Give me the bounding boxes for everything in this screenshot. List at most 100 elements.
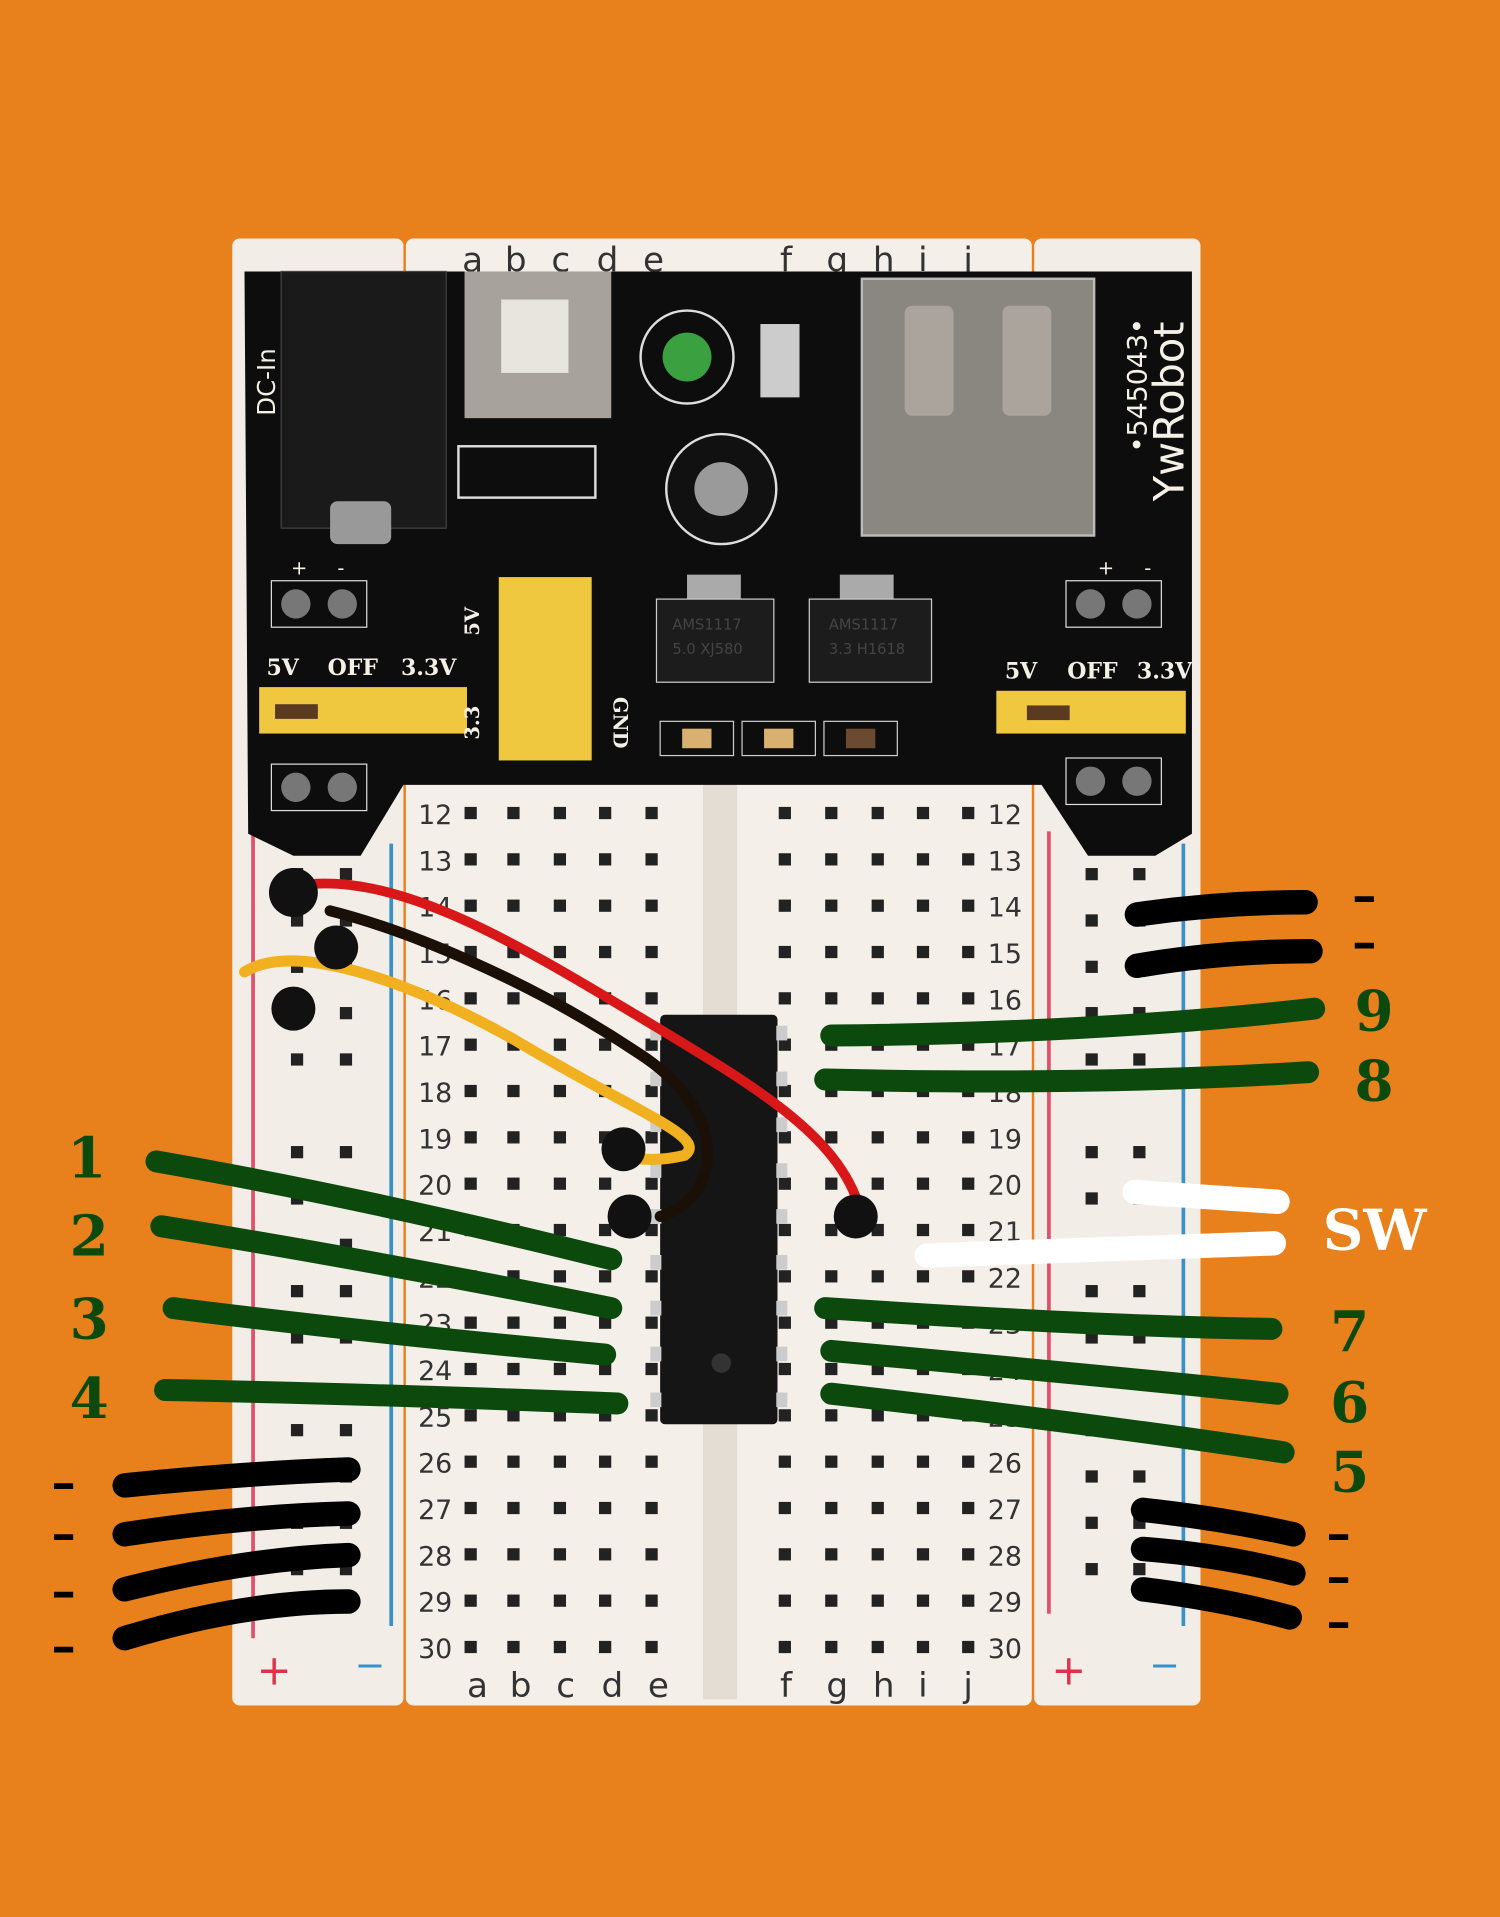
breadboard-hole[interactable] [553, 1640, 567, 1654]
breadboard-hole[interactable] [778, 1594, 791, 1607]
breadboard-hole[interactable] [778, 1084, 791, 1098]
breadboard-hole[interactable] [645, 1455, 658, 1468]
breadboard-hole[interactable] [778, 853, 791, 866]
rail-hole[interactable] [1133, 1285, 1146, 1298]
breadboard-hole[interactable] [464, 992, 477, 1005]
rail-hole[interactable] [339, 1053, 353, 1066]
breadboard-hole[interactable] [871, 806, 884, 820]
breadboard-hole[interactable] [599, 1177, 612, 1190]
breadboard-hole[interactable] [778, 1640, 791, 1654]
breadboard-hole[interactable] [645, 899, 658, 912]
breadboard-hole[interactable] [825, 1362, 838, 1376]
breadboard-hole[interactable] [553, 1270, 567, 1283]
breadboard-hole[interactable] [778, 1455, 791, 1468]
breadboard-hole[interactable] [962, 1455, 975, 1468]
breadboard-hole[interactable] [464, 1409, 477, 1422]
breadboard-hole[interactable] [645, 1409, 658, 1422]
breadboard-hole[interactable] [553, 853, 567, 866]
rail-hole[interactable] [339, 1146, 353, 1159]
breadboard-hole[interactable] [507, 1409, 520, 1422]
breadboard-hole[interactable] [871, 1594, 884, 1607]
breadboard-hole[interactable] [778, 992, 791, 1005]
rail-hole[interactable] [290, 914, 304, 927]
breadboard-hole[interactable] [645, 1084, 658, 1098]
breadboard-hole[interactable] [599, 1223, 612, 1237]
breadboard-hole[interactable] [825, 1223, 838, 1237]
breadboard-hole[interactable] [778, 945, 791, 959]
breadboard-hole[interactable] [645, 853, 658, 866]
breadboard-hole[interactable] [553, 806, 567, 820]
breadboard-hole[interactable] [778, 1038, 791, 1051]
rail-hole[interactable] [1085, 1146, 1098, 1159]
rail-hole[interactable] [339, 1424, 353, 1437]
breadboard-hole[interactable] [871, 1548, 884, 1561]
breadboard-hole[interactable] [553, 1548, 567, 1561]
breadboard-hole[interactable] [825, 992, 838, 1005]
breadboard-hole[interactable] [871, 1131, 884, 1144]
breadboard-hole[interactable] [507, 1084, 520, 1098]
breadboard-hole[interactable] [962, 899, 975, 912]
breadboard-hole[interactable] [962, 853, 975, 866]
breadboard-hole[interactable] [778, 806, 791, 820]
breadboard-hole[interactable] [599, 853, 612, 866]
breadboard-hole[interactable] [553, 1177, 567, 1190]
breadboard-hole[interactable] [464, 853, 477, 866]
rail-hole[interactable] [1085, 1285, 1098, 1298]
breadboard-hole[interactable] [645, 1131, 658, 1144]
breadboard-hole[interactable] [962, 1177, 975, 1190]
breadboard-hole[interactable] [553, 1501, 567, 1515]
rail-hole[interactable] [1133, 1146, 1146, 1159]
rail-hole[interactable] [1133, 1563, 1146, 1576]
rail-hole[interactable] [1085, 1053, 1098, 1066]
breadboard-hole[interactable] [507, 853, 520, 866]
breadboard-hole[interactable] [825, 1548, 838, 1561]
rail-hole[interactable] [290, 1053, 304, 1066]
breadboard-hole[interactable] [464, 1501, 477, 1515]
breadboard-hole[interactable] [553, 1131, 567, 1144]
breadboard-hole[interactable] [464, 1362, 477, 1376]
breadboard-hole[interactable] [778, 1223, 791, 1237]
rail-hole[interactable] [339, 868, 353, 881]
breadboard-hole[interactable] [916, 992, 930, 1005]
breadboard-hole[interactable] [645, 1270, 658, 1283]
breadboard-hole[interactable] [553, 1223, 567, 1237]
rail-hole[interactable] [1085, 1516, 1098, 1529]
breadboard-hole[interactable] [553, 1316, 567, 1329]
rail-hole[interactable] [339, 1007, 353, 1020]
breadboard-hole[interactable] [825, 1409, 838, 1422]
rail-hole[interactable] [1085, 914, 1098, 927]
breadboard-hole[interactable] [962, 1270, 975, 1283]
breadboard-hole[interactable] [645, 806, 658, 820]
breadboard-hole[interactable] [916, 1177, 930, 1190]
breadboard-hole[interactable] [645, 1177, 658, 1190]
breadboard-hole[interactable] [778, 1270, 791, 1283]
breadboard-hole[interactable] [916, 1594, 930, 1607]
breadboard-hole[interactable] [825, 945, 838, 959]
breadboard-hole[interactable] [507, 992, 520, 1005]
breadboard-hole[interactable] [645, 1316, 658, 1329]
breadboard-hole[interactable] [553, 899, 567, 912]
breadboard-hole[interactable] [962, 1594, 975, 1607]
breadboard-hole[interactable] [825, 1594, 838, 1607]
rail-hole[interactable] [1085, 1563, 1098, 1576]
breadboard-hole[interactable] [645, 1640, 658, 1654]
breadboard-hole[interactable] [507, 1455, 520, 1468]
breadboard-hole[interactable] [464, 1455, 477, 1468]
breadboard-hole[interactable] [599, 1362, 612, 1376]
breadboard-hole[interactable] [645, 945, 658, 959]
breadboard-hole[interactable] [599, 1038, 612, 1051]
breadboard-hole[interactable] [825, 1131, 838, 1144]
breadboard-hole[interactable] [507, 1177, 520, 1190]
breadboard-hole[interactable] [645, 1548, 658, 1561]
breadboard-hole[interactable] [778, 1501, 791, 1515]
breadboard-hole[interactable] [553, 945, 567, 959]
rail-hole[interactable] [1085, 1192, 1098, 1205]
breadboard-hole[interactable] [599, 1501, 612, 1515]
breadboard-hole[interactable] [645, 1501, 658, 1515]
rail-hole[interactable] [290, 1285, 304, 1298]
breadboard-hole[interactable] [464, 806, 477, 820]
breadboard-hole[interactable] [962, 1131, 975, 1144]
breadboard-hole[interactable] [916, 1455, 930, 1468]
breadboard-hole[interactable] [871, 1640, 884, 1654]
breadboard-hole[interactable] [464, 1316, 477, 1329]
